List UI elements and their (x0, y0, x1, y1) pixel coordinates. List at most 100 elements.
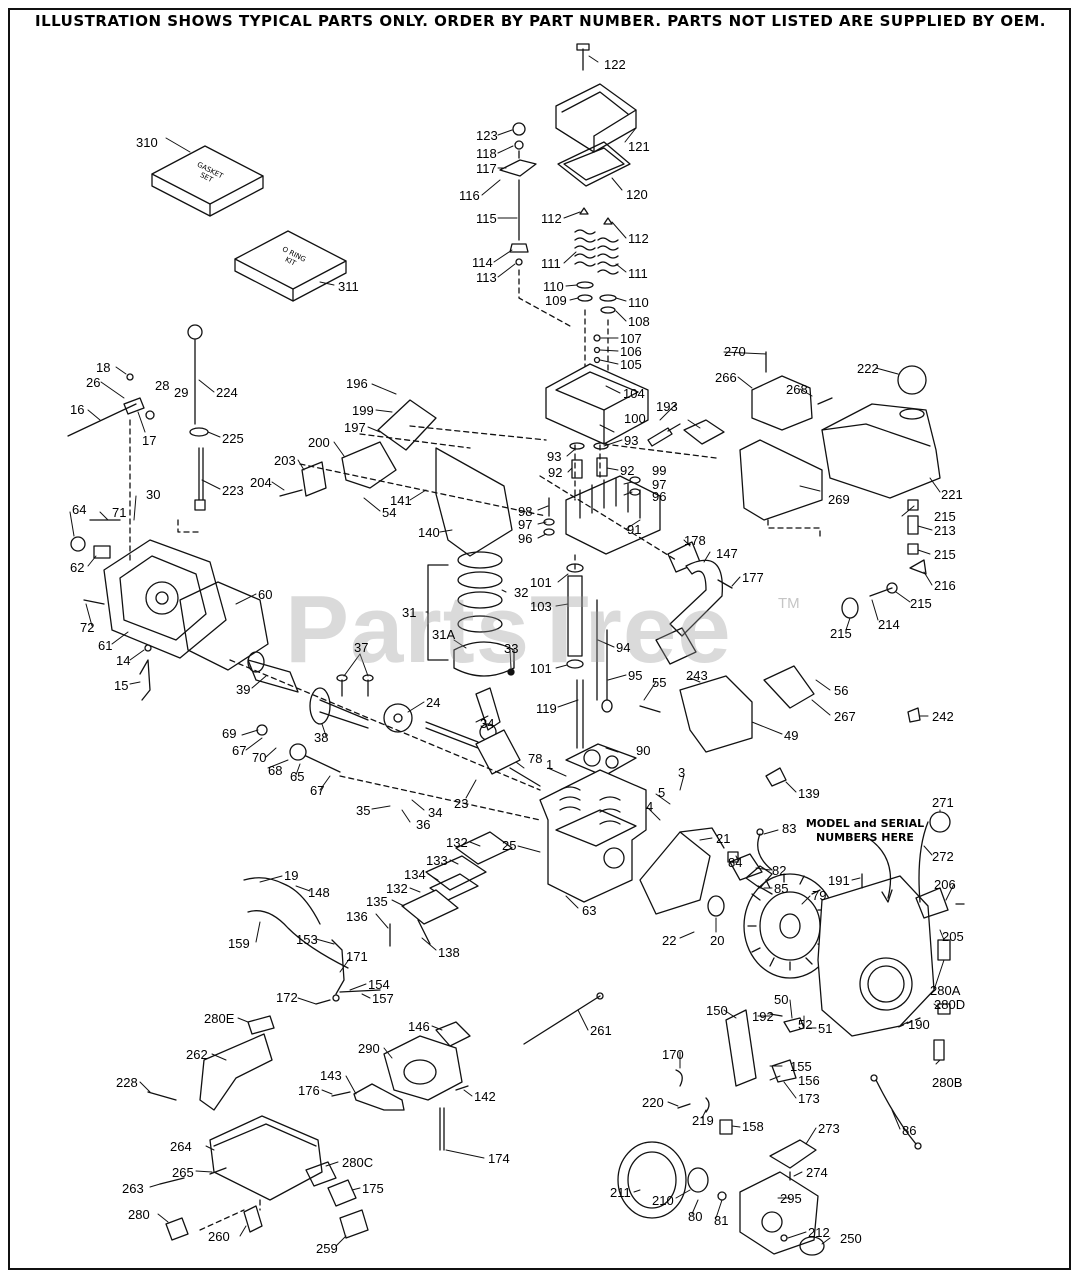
part-label: 38 (314, 730, 329, 745)
part-label: 20 (710, 933, 725, 948)
part-label: 177 (742, 570, 764, 585)
part-label: 85 (774, 881, 789, 896)
part-label: 264 (170, 1139, 192, 1154)
carburetor (383, 1021, 471, 1101)
part-label: 116 (459, 188, 480, 203)
part-label: 215 (934, 547, 956, 562)
part-label: 108 (628, 314, 650, 329)
part-label: 15 (114, 678, 129, 693)
part-label: 97 (518, 517, 533, 532)
part-label: 96 (652, 489, 667, 504)
part-label: 260 (208, 1229, 230, 1244)
part-label: 65 (290, 769, 305, 784)
part-label: 174 (488, 1151, 510, 1166)
flywheel (743, 873, 837, 979)
part-label: 39 (236, 682, 251, 697)
part-label: 158 (742, 1119, 764, 1134)
part-label: 259 (316, 1241, 338, 1256)
part-label: 5 (658, 785, 666, 800)
part-label: 225 (222, 431, 244, 446)
part-label: 86 (902, 1123, 917, 1138)
part-label: 295 (780, 1191, 802, 1206)
part-label: 147 (716, 546, 738, 561)
part-label: 266 (715, 370, 737, 385)
blower-housing (817, 875, 935, 1037)
header-notice: ILLUSTRATION SHOWS TYPICAL PARTS ONLY. O… (35, 12, 1046, 30)
part-label: 143 (320, 1068, 342, 1083)
part-label: 97 (652, 477, 667, 492)
diagram-frame (8, 8, 1071, 1270)
part-label: 138 (438, 945, 460, 960)
part-label: 224 (216, 385, 238, 400)
part-label: 82 (772, 863, 787, 878)
part-label: 51 (818, 1021, 833, 1036)
part-label: 262 (186, 1047, 208, 1062)
part-label: 121 (628, 139, 650, 154)
part-label: 273 (818, 1121, 840, 1136)
part-label: 112 (628, 231, 649, 246)
part-label: 270 (724, 344, 746, 359)
part-label: 107 (620, 331, 642, 346)
part-label: 68 (268, 763, 283, 778)
part-label: 61 (98, 638, 113, 653)
part-label: 3 (678, 765, 686, 780)
part-label: 31A (432, 627, 456, 642)
fuel-tank (821, 365, 941, 499)
oring-kit-box (234, 230, 347, 302)
part-label: 280A (930, 983, 961, 998)
part-label: 148 (308, 885, 330, 900)
part-label: 190 (908, 1017, 930, 1032)
part-label: 132 (446, 835, 468, 850)
part-label: 200 (308, 435, 330, 450)
part-label: 135 (366, 894, 388, 909)
part-label: 64 (72, 502, 87, 517)
part-label: 136 (346, 909, 368, 924)
part-label: 37 (354, 640, 369, 655)
part-label: 104 (623, 386, 645, 401)
part-label: 111 (541, 256, 561, 271)
part-label: 203 (274, 453, 296, 468)
part-label: 118 (476, 146, 497, 161)
part-label: 34 (428, 805, 443, 820)
part-label: 157 (372, 991, 394, 1006)
part-label: 101 (530, 661, 552, 676)
part-label: 17 (142, 433, 157, 448)
part-label: 1 (546, 757, 554, 772)
part-label: 191 (828, 873, 850, 888)
part-label: 36 (416, 817, 431, 832)
part-label: 205 (942, 929, 964, 944)
part-label: 153 (296, 932, 318, 947)
part-label: 110 (543, 279, 564, 294)
watermark: PartsTree (285, 576, 732, 683)
part-label: 141 (390, 493, 412, 508)
part-label: 93 (624, 433, 639, 448)
part-label: 92 (548, 465, 563, 480)
rocker-box (545, 363, 649, 445)
part-label: 32 (514, 585, 529, 600)
part-label: 71 (112, 505, 127, 520)
part-label: 211 (610, 1185, 631, 1200)
part-label: 95 (628, 668, 643, 683)
part-label: 110 (628, 295, 649, 310)
part-label: 269 (828, 492, 850, 507)
recoil-starter (617, 1141, 819, 1255)
part-label: 150 (706, 1003, 728, 1018)
part-label: 113 (476, 270, 497, 285)
part-label: 172 (276, 990, 298, 1005)
part-label: 219 (692, 1113, 714, 1128)
part-label: 67 (310, 783, 325, 798)
part-label: 206 (934, 877, 956, 892)
part-label: 280D (934, 997, 966, 1012)
part-label: 134 (404, 867, 426, 882)
part-label: 139 (798, 786, 820, 801)
part-label: 60 (258, 587, 273, 602)
part-label: 109 (545, 293, 567, 308)
part-label: 193 (656, 399, 678, 414)
part-label: 14 (116, 653, 131, 668)
part-label: 78 (528, 751, 543, 766)
model-serial-note: MODEL and SERIAL NUMBERS HERE (805, 817, 925, 844)
part-label: 26 (86, 375, 101, 390)
part-label: 204 (250, 475, 272, 490)
part-label: 176 (298, 1083, 320, 1098)
part-label: 33 (504, 641, 519, 656)
